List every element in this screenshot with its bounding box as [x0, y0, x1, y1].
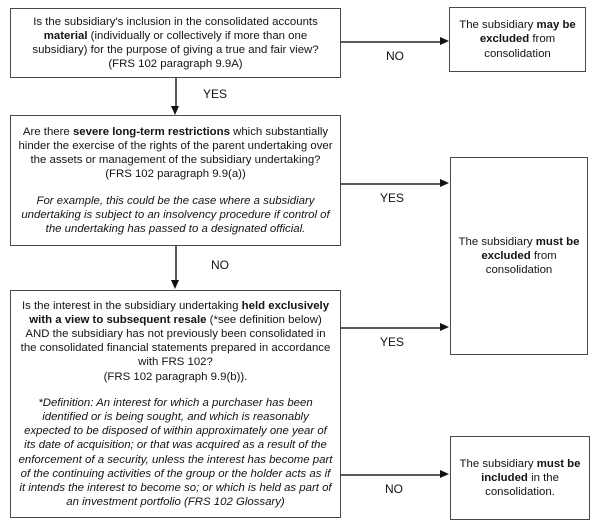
label-q3-yes: YES [379, 335, 404, 349]
arrow-down-icon [171, 106, 179, 115]
arrow-right-icon [440, 37, 449, 45]
outcome-box-may-be-excluded: The subsidiary may be excluded from cons… [449, 7, 586, 72]
arrow-right-icon [440, 179, 449, 187]
outcome-box-must-be-excluded: The subsidiary must be excluded from con… [450, 157, 588, 355]
paragraph: Is the interest in the subsidiary undert… [20, 299, 331, 383]
connector-q1-to-r1-line [341, 41, 441, 43]
connector-q1-to-q2-line [175, 78, 177, 108]
arrow-right-icon [440, 323, 449, 331]
label-q2-yes: YES [379, 191, 404, 205]
arrow-right-icon [440, 470, 449, 478]
paragraph: The subsidiary must be excluded from con… [458, 235, 580, 277]
paragraph: For example, this could be the case wher… [21, 194, 330, 235]
connector-q3-to-r2-line [341, 327, 441, 329]
label-q1-yes: YES [202, 87, 227, 101]
paragraph: The subsidiary must be included in the c… [459, 457, 581, 499]
label-q2-no: NO [211, 258, 229, 272]
decision-box-held-for-resale: Is the interest in the subsidiary undert… [10, 290, 341, 518]
paragraph: Are there severe long-term restrictions … [18, 125, 333, 181]
label-q3-no: NO [385, 482, 403, 496]
label-q1-no: NO [386, 49, 404, 63]
connector-q2-to-q3-line [175, 246, 177, 282]
paragraph: *Definition: An interest for which a pur… [18, 396, 333, 509]
arrow-down-icon [171, 280, 179, 289]
connector-q2-to-r2-line [341, 183, 441, 185]
paragraph: Is the subsidiary's inclusion in the con… [32, 15, 319, 71]
outcome-box-must-be-included: The subsidiary must be included in the c… [450, 436, 590, 520]
decision-box-severe-restrictions: Are there severe long-term restrictions … [10, 115, 341, 246]
decision-box-materiality: Is the subsidiary's inclusion in the con… [10, 8, 341, 78]
connector-q3-to-r3-line [341, 474, 441, 476]
paragraph: The subsidiary may be excluded from cons… [459, 19, 576, 60]
